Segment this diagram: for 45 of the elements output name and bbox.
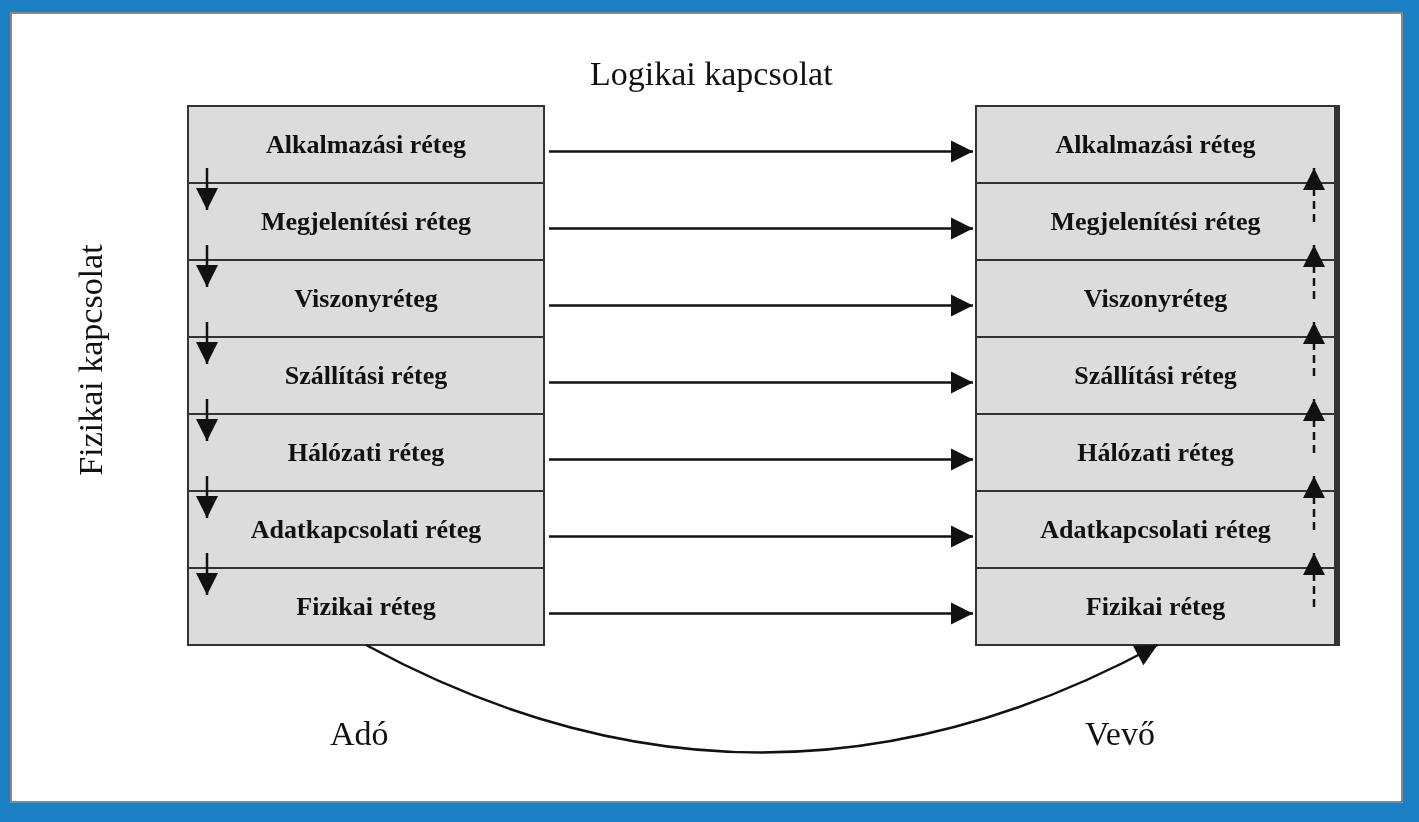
layer-box xyxy=(975,105,1340,184)
layer-name: Adatkapcsolati réteg xyxy=(1040,514,1271,545)
layer-box xyxy=(187,105,545,184)
layer-name: Megjelenítési réteg xyxy=(1050,206,1261,237)
arrow xyxy=(549,602,973,625)
layer-name: Hálózati réteg xyxy=(1077,437,1234,468)
arrow xyxy=(196,399,218,441)
arrow xyxy=(549,371,973,394)
arrow xyxy=(549,140,973,163)
arrow xyxy=(549,448,973,471)
arrow xyxy=(549,217,973,240)
layer-name: Megjelenítési réteg xyxy=(260,206,471,237)
arrow xyxy=(549,525,973,548)
layer-name: Viszonyréteg xyxy=(1083,283,1228,314)
layer-name: Adatkapcsolati réteg xyxy=(250,514,482,545)
layer-name: Fizikai réteg xyxy=(1085,591,1226,622)
layer-name: Szállítási réteg xyxy=(1074,360,1237,391)
arrow xyxy=(196,168,218,210)
layer-box xyxy=(187,567,545,646)
layer-name: Fizikai réteg xyxy=(296,591,436,622)
layer-name: Viszonyréteg xyxy=(294,283,438,314)
layer-box xyxy=(187,490,545,569)
layer-box xyxy=(187,336,545,415)
layer-name: Alkalmazási réteg xyxy=(1055,129,1256,160)
layer-box xyxy=(187,413,545,492)
stack-label: Vevő xyxy=(1085,715,1155,753)
layer-name: Hálózati réteg xyxy=(287,437,445,468)
stack-label: Adó xyxy=(330,715,389,753)
connection-label: Logikai kapcsolat xyxy=(590,55,833,93)
layer-box xyxy=(187,182,545,261)
layer-name: Szállítási réteg xyxy=(284,360,448,391)
arrow xyxy=(196,476,218,518)
layer-box xyxy=(975,567,1340,646)
layer-box xyxy=(975,413,1340,492)
arrow xyxy=(196,322,218,364)
arrow xyxy=(549,294,973,317)
layer-box xyxy=(975,259,1340,338)
arrow xyxy=(196,553,218,595)
connection-label: Fizikai kapcsolat xyxy=(71,244,110,476)
layer-box xyxy=(187,259,545,338)
layer-box xyxy=(975,336,1340,415)
layer-box xyxy=(975,490,1340,569)
layer-box xyxy=(975,182,1340,261)
arrow xyxy=(196,245,218,287)
layer-name: Alkalmazási réteg xyxy=(266,129,466,160)
